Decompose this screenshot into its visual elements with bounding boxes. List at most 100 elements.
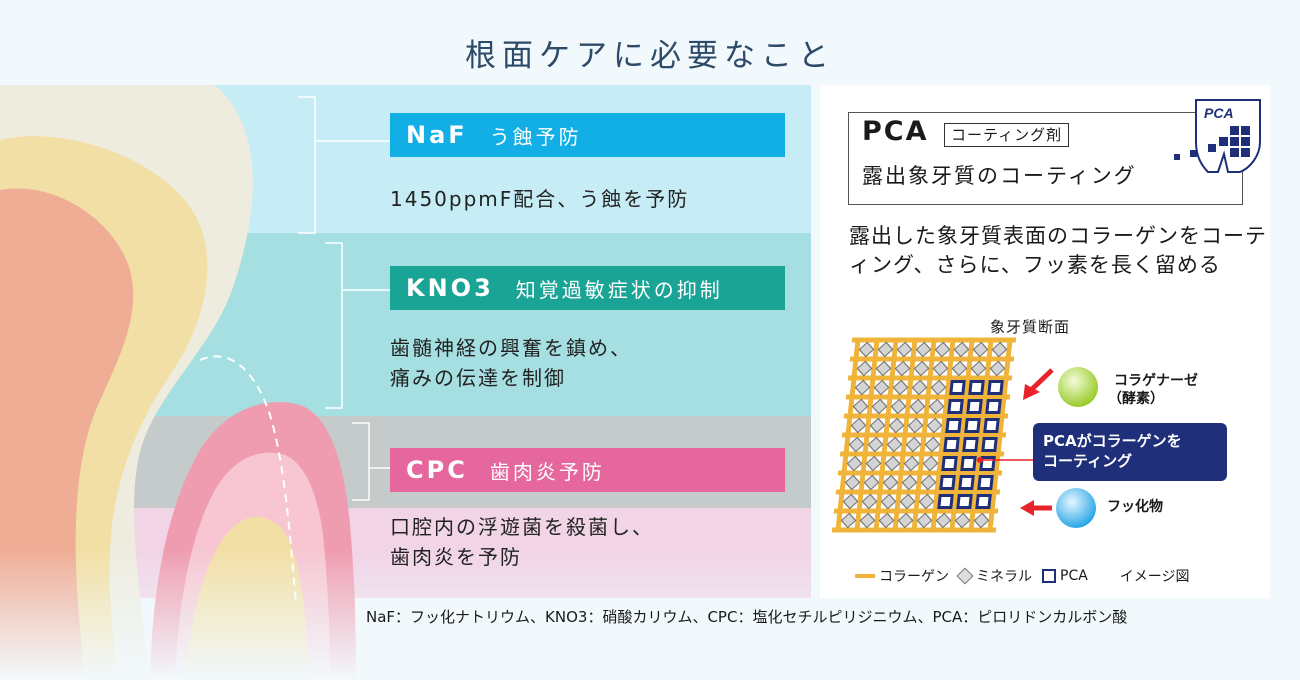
mineral-particle <box>888 417 905 434</box>
mineral-particle <box>896 341 913 358</box>
pca-particle <box>985 399 1002 414</box>
mineral-particle <box>842 493 859 510</box>
naf-description: 1450ppmF配合、う蝕を予防 <box>390 184 689 214</box>
mineral-particle <box>850 417 867 434</box>
fluoride-label: フッ化物 <box>1107 499 1163 515</box>
cpc-code: CPC <box>406 456 468 484</box>
mineral-particle <box>954 512 971 529</box>
mineral-particle <box>926 417 943 434</box>
legend-mineral: ミネラル <box>976 569 1032 585</box>
mineral-particle <box>903 455 920 472</box>
mineral-particle <box>863 474 880 491</box>
legend-pca: PCA <box>1060 568 1088 584</box>
mineral-particle <box>899 493 916 510</box>
pca-particle <box>977 475 994 490</box>
kno3-name: 知覚過敏症状の抑制 <box>515 277 723 302</box>
mineral-particle <box>884 455 901 472</box>
pca-particle <box>956 494 973 509</box>
cpc-name: 歯肉炎予防 <box>489 459 605 484</box>
mineral-particle <box>989 360 1006 377</box>
pca-callout-line: PCAがコラーゲンを <box>1043 432 1182 450</box>
pca-particle <box>947 399 964 414</box>
kno3-description: 歯髄神経の興奮を鎮め、 痛みの伝達を制御 <box>390 333 632 393</box>
mineral-particle <box>844 474 861 491</box>
mineral-particle <box>918 493 935 510</box>
mineral-particle <box>840 512 857 529</box>
pca-particle <box>939 475 956 490</box>
mineral-particle <box>880 493 897 510</box>
mineral-particle <box>877 341 894 358</box>
enzyme-label: （酵素） <box>1108 391 1164 407</box>
pca-particle <box>960 456 977 471</box>
pca-particle <box>981 437 998 452</box>
naf-name: う蝕予防 <box>489 124 582 149</box>
mineral-particle <box>972 341 989 358</box>
mineral-particle <box>924 436 941 453</box>
mineral-particle <box>861 493 878 510</box>
pca-swatch <box>1042 569 1056 583</box>
pca-particle <box>975 494 992 509</box>
mineral-particle <box>852 398 869 415</box>
mineral-particle <box>858 341 875 358</box>
pca-particle <box>945 418 962 433</box>
mineral-particle <box>928 398 945 415</box>
mineral-particle <box>913 360 930 377</box>
mineral-particle <box>951 360 968 377</box>
naf-code: NaF <box>406 121 468 149</box>
pca-logo-text: PCA <box>1204 105 1234 121</box>
mineral-particle <box>878 512 895 529</box>
naf-label-bar: NaF う蝕予防 <box>390 113 785 157</box>
kno3-code: KNO3 <box>406 274 494 302</box>
naf-description-line: 1450ppmF配合、う蝕を予防 <box>390 187 690 211</box>
mineral-particle <box>846 455 863 472</box>
page-title: 根面ケアに必要なこと <box>465 38 835 74</box>
mineral-particle <box>973 512 990 529</box>
mineral-swatch <box>956 567 974 585</box>
mineral-particle <box>905 436 922 453</box>
pca-particle <box>983 418 1000 433</box>
pca-particle <box>966 399 983 414</box>
footnote: NaF：フッ化ナトリウム、KNO3：硝酸カリウム、CPC：塩化セチルピリジニウム… <box>366 608 1128 626</box>
diagram-legend: コラーゲン ミネラル PCA イメージ図 <box>855 566 1190 586</box>
diagram-title: 象牙質断面 <box>990 318 1071 336</box>
kno3-label-bar: KNO3 知覚過敏症状の抑制 <box>390 266 785 310</box>
pca-particle <box>949 380 966 395</box>
cpc-description: 口腔内の浮遊菌を殺菌し、 歯肉炎を予防 <box>390 512 654 572</box>
mineral-particle <box>915 341 932 358</box>
kno3-description-line: 歯髄神経の興奮を鎮め、 <box>390 336 632 360</box>
pca-particle <box>941 456 958 471</box>
tooth-illustration <box>0 85 811 680</box>
pca-particle <box>964 418 981 433</box>
mineral-particle <box>886 436 903 453</box>
pca-callout-line: コーティング <box>1043 452 1133 470</box>
mineral-particle <box>882 474 899 491</box>
image-note: イメージ図 <box>1119 569 1190 585</box>
mineral-particle <box>875 360 892 377</box>
pca-particle <box>968 380 985 395</box>
mineral-particle <box>909 398 926 415</box>
mineral-particle <box>930 379 947 396</box>
mineral-particle <box>953 341 970 358</box>
legend-collagen: コラーゲン <box>879 569 949 585</box>
mineral-particle <box>932 360 949 377</box>
mineral-particle <box>934 341 951 358</box>
mineral-particle <box>871 398 888 415</box>
mineral-particle <box>935 512 952 529</box>
pca-particle <box>987 380 1004 395</box>
dentin-cross-section-diagram <box>831 337 1098 533</box>
pca-callout: PCAがコラーゲンを コーティング <box>1033 423 1227 481</box>
mineral-particle <box>897 512 914 529</box>
mineral-particle <box>907 417 924 434</box>
pca-particle <box>958 475 975 490</box>
mineral-particle <box>916 512 933 529</box>
mineral-particle <box>970 360 987 377</box>
collagenase-icon <box>1058 367 1098 407</box>
collagenase-label: コラゲナーゼ <box>1114 373 1198 389</box>
fluoride-icon <box>1056 488 1096 528</box>
pca-particle <box>962 437 979 452</box>
pca-subtitle: 露出象牙質のコーティング <box>862 164 1137 188</box>
mineral-particle <box>920 474 937 491</box>
mineral-particle <box>901 474 918 491</box>
cpc-label-bar: CPC 歯肉炎予防 <box>390 448 785 492</box>
mineral-particle <box>848 436 865 453</box>
